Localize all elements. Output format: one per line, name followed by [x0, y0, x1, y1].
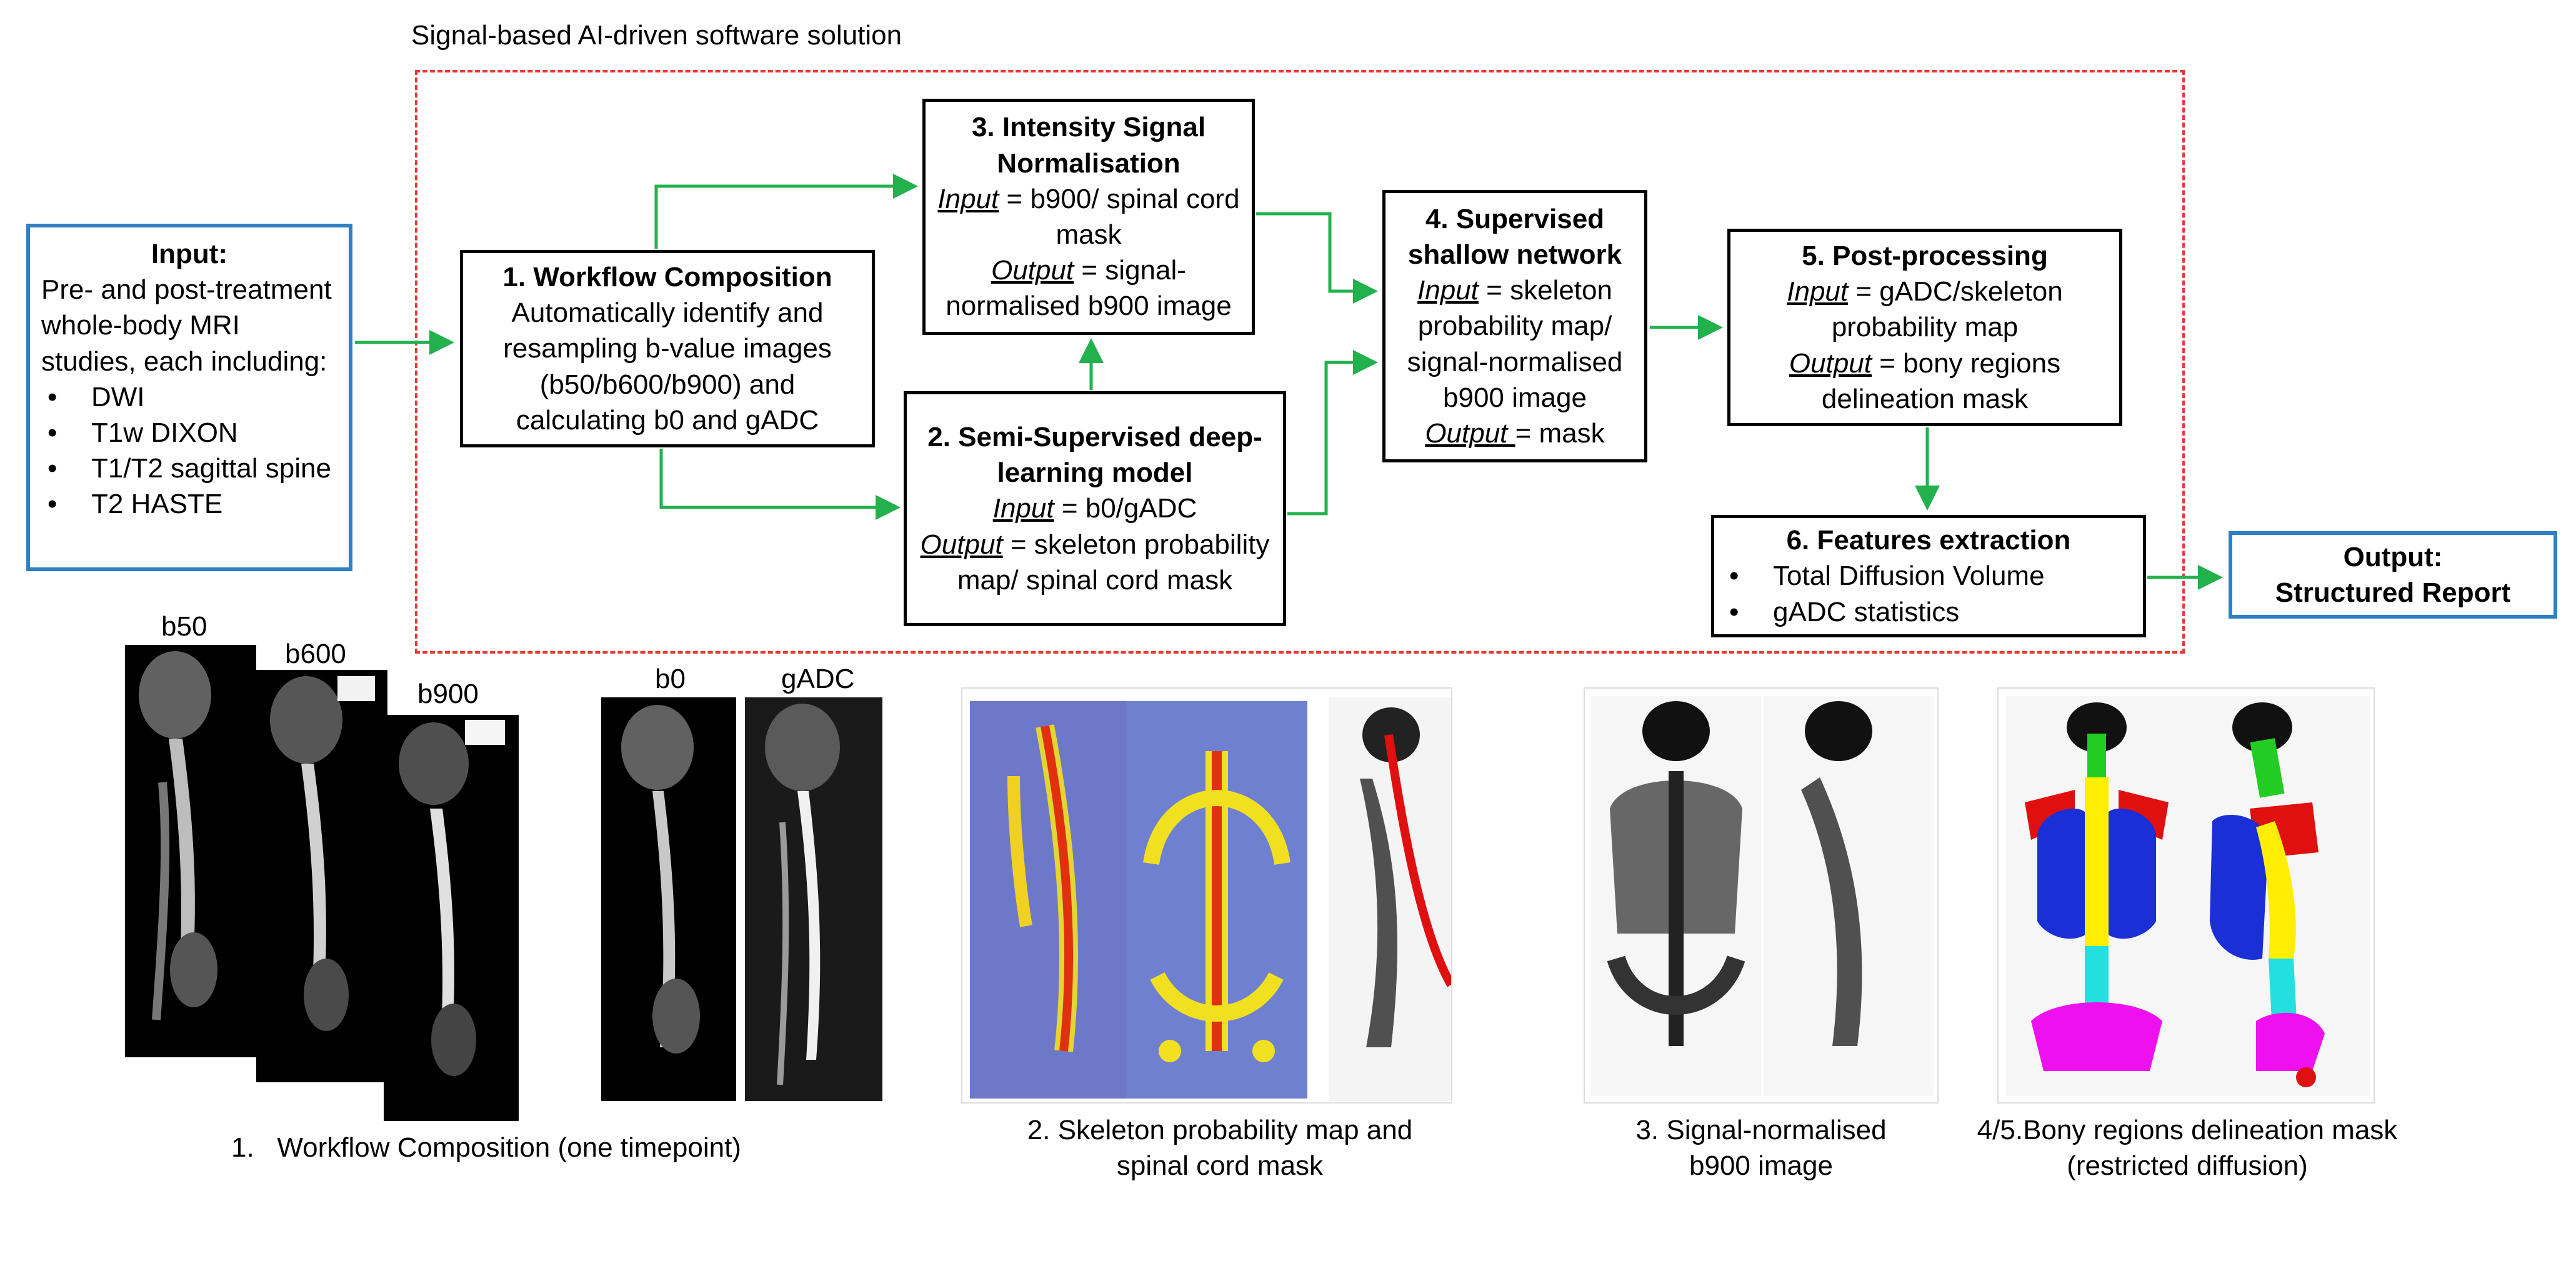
probability-map-sagittal [970, 701, 1126, 1099]
panel-mask-frame [1997, 687, 2375, 1104]
caption-normalised-line1: 3. Signal-normalised [1635, 1115, 1887, 1145]
container-title: Signal-based AI-driven software solution [411, 20, 902, 51]
step3-title: 3. Intensity Signal Normalisation [971, 112, 1206, 179]
mri-image-gadc [745, 697, 882, 1101]
step4-output-value: = mask [1515, 417, 1605, 449]
step5-box: 5. Post-processing Input = gADC/skeleton… [1727, 229, 2122, 426]
step2-output-key: Output [920, 529, 1003, 560]
list-item: T1w DIXON [41, 415, 337, 451]
output-title: Output: [2343, 541, 2443, 572]
mri-image-b600 [256, 670, 387, 1082]
label-b50: b50 [161, 611, 207, 642]
step5-input-value: = gADC/skeleton probability map [1831, 276, 2063, 343]
input-list: DWI T1w DIXON T1/T2 sagittal spine T2 HA… [41, 379, 337, 522]
arrow-step2-to-step4 [1287, 350, 1378, 516]
normalised-b900-coronal [1591, 696, 1761, 1096]
probability-map-coronal [1126, 701, 1307, 1099]
mri-image-b900 [384, 715, 519, 1121]
mri-image-b50 [125, 645, 256, 1057]
normalised-b900-sagittal [1764, 696, 1934, 1096]
caption-mask-line1: 4/5.Bony regions delineation mask [1977, 1115, 2398, 1145]
solution-container [415, 70, 2185, 654]
step3-output-key: Output [991, 255, 1074, 286]
step4-box: 4. Supervised shallow network Input = sk… [1382, 190, 1647, 462]
step5-input-key: Input [1787, 276, 1849, 307]
caption-skeleton: 2. Skeleton probability map and spinal c… [995, 1112, 1445, 1184]
caption-mask: 4/5.Bony regions delineation mask (restr… [1944, 1112, 2431, 1184]
label-b0: b0 [655, 664, 686, 694]
bony-mask-sagittal [2187, 696, 2370, 1096]
output-box: Output: Structured Report [2229, 531, 2557, 619]
step3-input-key: Input [937, 183, 999, 214]
label-b900: b900 [417, 679, 479, 709]
caption-mask-line2: (restricted diffusion) [2067, 1150, 2308, 1182]
list-item: DWI [41, 379, 337, 415]
step1-title: 1. Workflow Composition [502, 262, 832, 293]
step2-output-value: = skeleton probability map/ spinal cord … [957, 529, 1270, 596]
step6-box: 6. Features extraction Total Diffusion V… [1711, 515, 2146, 637]
spinal-cord-mask-image [1329, 697, 1451, 1101]
arrow-step3-to-step4 [1256, 212, 1378, 304]
arrow-step1-to-step2 [659, 449, 901, 520]
list-item: gADC statistics [1723, 594, 2134, 630]
list-item: T1/T2 sagittal spine [41, 451, 337, 486]
panel-normalised-frame [1584, 687, 1939, 1104]
input-box: Input: Pre- and post-treatment whole-bod… [26, 224, 352, 571]
step6-title: 6. Features extraction [1786, 525, 2071, 556]
step4-title: 4. Supervised shallow network [1407, 203, 1622, 271]
output-text: Structured Report [2275, 577, 2511, 608]
caption-skeleton-line1: 2. Skeleton probability map and [1027, 1115, 1413, 1145]
step4-input-key: Input [1417, 275, 1479, 306]
input-title: Input: [151, 239, 228, 269]
step6-list: Total Diffusion Volume gADC statistics [1723, 558, 2134, 630]
panel-skeleton-frame [961, 687, 1452, 1104]
step5-title: 5. Post-processing [1802, 241, 2048, 272]
input-text: Pre- and post-treatment whole-body MRI s… [41, 274, 332, 377]
step2-input-value: = b0/gADC [1054, 493, 1197, 524]
caption-normalised: 3. Signal-normalised b900 image [1592, 1112, 1930, 1184]
label-gadc: gADC [781, 664, 855, 694]
step2-box: 2. Semi-Supervised deep-learning model I… [904, 391, 1286, 626]
step3-input-value: = b900/ spinal cord mask [999, 183, 1240, 250]
label-b600: b600 [285, 639, 346, 669]
caption-skeleton-line2: spinal cord mask [1116, 1150, 1324, 1182]
step1-box: 1. Workflow Composition Automatically id… [460, 250, 875, 447]
step3-box: 3. Intensity Signal Normalisation Input … [922, 99, 1255, 335]
step5-output-key: Output [1789, 347, 1872, 379]
step3-output-value: = signal-normalised b900 image [946, 255, 1232, 322]
caption-normalised-line2: b900 image [1689, 1150, 1833, 1182]
step4-output-key: Output [1425, 417, 1515, 449]
caption-workflow: 1. Workflow Composition (one timepoint) [231, 1132, 741, 1163]
list-item: Total Diffusion Volume [1723, 558, 2134, 594]
step1-text: Automatically identify and resampling b-… [503, 297, 832, 436]
mri-image-b0 [601, 697, 736, 1101]
list-item: T2 HASTE [41, 486, 337, 522]
step4-input-value: = skeleton probability map/ signal-norma… [1407, 275, 1623, 413]
step5-output-value: = bony regions delineation mask [1821, 347, 2061, 414]
arrow-step1-to-step3 [654, 174, 918, 249]
bony-mask-coronal [2006, 696, 2187, 1096]
step2-input-key: Input [992, 493, 1054, 524]
step2-title: 2. Semi-Supervised deep-learning model [927, 422, 1262, 489]
